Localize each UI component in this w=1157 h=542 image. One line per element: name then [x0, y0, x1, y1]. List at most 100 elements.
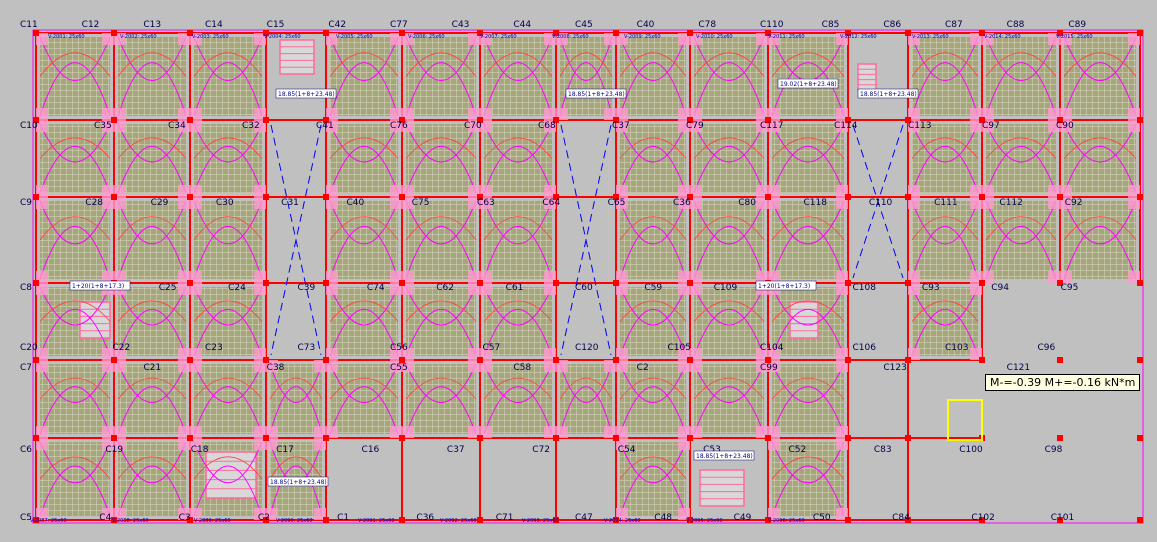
column-marker: [845, 357, 851, 363]
column-label: C21: [143, 363, 161, 373]
moment-curve: [771, 52, 845, 77]
column-marker: [687, 435, 693, 441]
moment-curve: [619, 441, 687, 484]
moment-curve: [619, 300, 687, 322]
moment-curve: [405, 300, 477, 322]
column-marker: [765, 194, 771, 200]
column-marker: [263, 517, 269, 523]
beam-tag: V-2090: 25x60: [276, 518, 313, 524]
column-marker: [1057, 357, 1063, 363]
slab-panel: [620, 124, 686, 193]
moment-curve: [771, 300, 845, 322]
moment-curve: [559, 377, 613, 400]
beam-tag: V-2013: 25x60: [912, 34, 949, 40]
column-label: C6: [20, 445, 32, 455]
column-marker: [979, 30, 985, 36]
moment-curve: [329, 386, 399, 435]
column-label: C12: [82, 20, 100, 30]
column-label: C100: [959, 445, 983, 455]
column-label: C41: [316, 121, 334, 131]
column-marker: [477, 517, 483, 523]
moment-curve: [693, 363, 765, 403]
moment-curve: [1063, 62, 1137, 117]
moment-curve: [117, 286, 187, 326]
moment-curve: [405, 216, 477, 241]
moment-curve: [405, 137, 477, 159]
load-tag-box: [755, 280, 817, 291]
moment-curve: [985, 225, 1057, 280]
moment-curve: [693, 216, 765, 241]
moment-curve: [619, 386, 687, 435]
column-marker: [905, 117, 911, 123]
column-marker: [111, 117, 117, 123]
column-label: C83: [874, 445, 892, 455]
beam-tag: V-2088: 25x60: [112, 518, 149, 524]
moment-curve: [619, 123, 687, 163]
column-marker: [553, 280, 559, 286]
moment-curve: [771, 377, 845, 400]
moment-curve: [405, 225, 477, 280]
stair-outline: [279, 39, 315, 75]
moment-curve: [483, 363, 553, 403]
column-label: C59: [644, 283, 662, 293]
column-marker: [323, 357, 329, 363]
moment-curve: [39, 286, 111, 326]
moment-curve: [117, 465, 187, 517]
slab-panel: [194, 37, 262, 116]
column-label: C118: [804, 198, 828, 208]
beam-tag: V-2012: 25x60: [840, 34, 877, 40]
column-label: C44: [513, 20, 531, 30]
column-marker: [905, 280, 911, 286]
column-marker: [845, 194, 851, 200]
beam-tag: V-2010: 25x60: [696, 34, 733, 40]
column-marker: [765, 30, 771, 36]
moment-curve: [985, 36, 1057, 81]
load-tag: 1+20(1+8+17.3): [72, 283, 124, 290]
column-label: C50: [813, 513, 831, 523]
moment-curve: [985, 200, 1057, 245]
stair-outline: [699, 469, 745, 507]
column-marker: [477, 117, 483, 123]
column-marker: [477, 30, 483, 36]
column-label: C87: [945, 20, 963, 30]
column-marker: [979, 357, 985, 363]
column-label: C35: [94, 121, 112, 131]
column-label: C1: [337, 513, 349, 523]
moment-curve: [619, 456, 687, 480]
moment-curve: [269, 377, 323, 400]
moment-curve: [559, 363, 613, 403]
column-label: C68: [538, 121, 556, 131]
moment-curve: [693, 137, 765, 159]
column-label: C77: [390, 20, 408, 30]
column-marker: [111, 194, 117, 200]
column-marker: [553, 30, 559, 36]
moment-curve: [1063, 146, 1137, 194]
column-label: C4: [99, 513, 111, 523]
moment-curve: [117, 309, 187, 357]
moment-curve: [771, 309, 845, 357]
column-marker: [399, 435, 405, 441]
moment-curve: [771, 216, 845, 241]
column-label: C60: [575, 283, 593, 293]
column-marker: [263, 30, 269, 36]
moment-curve: [911, 286, 979, 326]
column-marker: [905, 517, 911, 523]
moment-curve: [985, 123, 1057, 163]
slab-panel: [772, 37, 844, 116]
slab-panel: [694, 37, 764, 116]
moment-curve: [1063, 52, 1137, 77]
moment-curve: [693, 386, 765, 435]
column-label: C53: [703, 445, 721, 455]
column-marker: [905, 357, 911, 363]
column-label: C111: [934, 198, 957, 208]
column-marker: [1057, 280, 1063, 286]
moment-curve: [693, 62, 765, 117]
slab-panel: [1064, 201, 1136, 279]
moment-curve: [193, 36, 263, 81]
column-marker: [263, 357, 269, 363]
column-marker: [323, 435, 329, 441]
column-label: C24: [228, 283, 246, 293]
moment-curve: [329, 146, 399, 194]
